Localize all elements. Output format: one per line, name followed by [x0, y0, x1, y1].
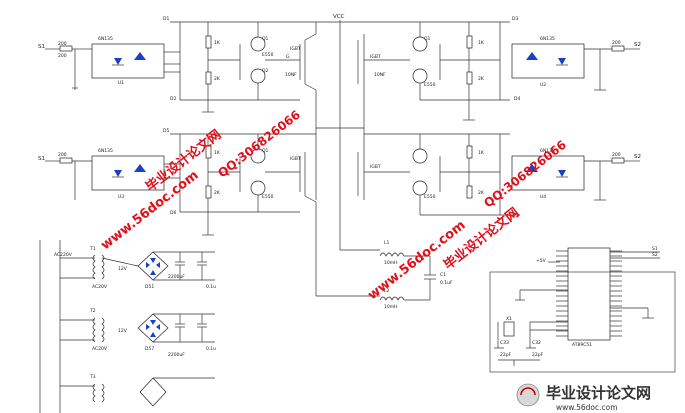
- opto4-label: 6N135: [540, 148, 555, 154]
- right-upper-driver: D3 IGBT 10NF Q1 E550 1K 2K D4 6N135 U2 2: [340, 16, 641, 200]
- q1-label-2: Q1: [424, 36, 431, 42]
- d2-label: D2: [170, 96, 176, 102]
- s2-label: S2: [634, 42, 641, 48]
- r2k-label-3: 2K: [214, 190, 221, 196]
- c01u-label-2: 0.1u: [206, 346, 216, 352]
- r1k-label-4: 1K: [478, 150, 485, 156]
- u1-label: U1: [118, 80, 124, 86]
- e550-label: E550: [262, 52, 274, 58]
- l2-label: L2: [384, 288, 390, 294]
- igbt2-label: IGBT: [370, 54, 381, 60]
- q1-label-3: Q1: [262, 148, 269, 154]
- r2k-label-4: 2K: [478, 190, 485, 196]
- d6-label: D6: [170, 210, 176, 216]
- r1k-label: 1K: [214, 40, 221, 46]
- c33-label: C33: [500, 340, 509, 346]
- r1k-label-2: 1K: [478, 40, 485, 46]
- d5-label: D5: [163, 128, 169, 134]
- t3-label: T3: [89, 374, 96, 380]
- ds1-label: D51: [145, 284, 154, 290]
- opto1-label: 6N135: [98, 36, 113, 42]
- footer-logo: 毕业设计论文网 www.56doc.com: [516, 383, 651, 412]
- r1k-label-3: 1K: [214, 150, 221, 156]
- mcu-section: +5V AT89C51 S1 S2 X1 C33 C32 22pF 22pF: [489, 246, 676, 373]
- power-supplies: AC220V T1 AC20V 12V D51 2200uF 0.1u T2: [39, 240, 216, 413]
- mcu-label: AT89C51: [572, 342, 592, 348]
- vcc-label: VCC: [333, 14, 345, 20]
- right-lower-driver: IGBT E550 1K 2K 6N135 U4 200 S2: [357, 133, 641, 216]
- igbt4-label: IGBT: [370, 164, 381, 170]
- r200d-label: 200: [612, 152, 621, 158]
- l2-value: 10mH: [384, 304, 398, 310]
- r200c-label: 200: [58, 152, 67, 158]
- c1-label: C1: [440, 272, 446, 278]
- e550-label-2: E550: [424, 82, 436, 88]
- u4-label: U4: [540, 194, 546, 200]
- r10nf-label-2: 10NF: [374, 72, 386, 78]
- c2200uf-label-2: 2200uF: [168, 352, 185, 358]
- c22pf-label-2: 22pF: [532, 352, 544, 358]
- s1-label-2: S1: [38, 156, 45, 162]
- d1-label: D1: [163, 16, 169, 22]
- c1-value: 0.1uF: [440, 280, 453, 286]
- r200b-label: 200: [612, 40, 621, 46]
- l1-value: 10mH: [384, 260, 398, 266]
- output-filter: L1 10mH C1 0.1uF L2 10mH: [340, 240, 453, 310]
- watermark-qq-1: QQ:306826066: [215, 108, 303, 181]
- t2-label: T2: [89, 308, 96, 314]
- q1-label: Q1: [262, 36, 269, 42]
- left-upper-driver: S1 200 200 6N135 U1 D1 1K 2K D2 Q1 Q2 E5…: [38, 16, 340, 200]
- ds2-label: D57: [145, 346, 154, 352]
- r200-label: 200: [58, 41, 67, 47]
- v5-label: +5V: [536, 258, 547, 264]
- footer-title: 毕业设计论文网: [546, 384, 651, 402]
- s2-label-2: S2: [634, 154, 641, 160]
- c01u-label: 0.1u: [206, 284, 216, 290]
- e550-label-3: E550: [262, 194, 274, 200]
- x1-label: X1: [506, 316, 512, 322]
- s2-label-mcu: S2: [652, 252, 658, 258]
- s1-label-mcu: S1: [652, 246, 658, 252]
- q2-label: Q2: [262, 68, 269, 74]
- opto3-label: 6N135: [98, 148, 113, 154]
- r10nf-label: 10NF: [285, 72, 297, 78]
- v12-label: 12V: [118, 266, 128, 272]
- left-lower-driver: S1 200 6N135 U3 D5 1K 2K D6 Q1 E550: [38, 128, 380, 297]
- l1-label: L1: [384, 240, 390, 246]
- ac20v-label-2: AC20V: [92, 346, 108, 352]
- c22pf-label: 22pF: [500, 352, 512, 358]
- watermark-layer: www.56doc.com QQ:306826066 毕业设计论文网 www.5…: [98, 108, 569, 304]
- d4-label: D4: [514, 96, 520, 102]
- t1-label: T1: [89, 246, 96, 252]
- u2-label: U2: [540, 82, 546, 88]
- r2k-label: 2K: [214, 76, 221, 82]
- c2200uf-label: 2200uF: [168, 274, 185, 280]
- d3-label: D3: [512, 16, 518, 22]
- r2k-label-2: 2K: [478, 76, 485, 82]
- ac220v-label: AC220V: [54, 252, 73, 258]
- footer-url: www.56doc.com: [556, 403, 618, 412]
- igbt3-label: IGBT: [290, 156, 301, 162]
- v12-label-2: 12V: [118, 328, 128, 334]
- s1-label: S1: [38, 44, 45, 50]
- u3-label: U3: [118, 194, 124, 200]
- e550-label-4: E550: [424, 194, 436, 200]
- opto2-label: 6N135: [540, 36, 555, 42]
- gate-label: G: [286, 54, 290, 60]
- igbt1-label: IGBT: [290, 46, 301, 52]
- r200-value: 200: [58, 53, 67, 59]
- ac20v-label: AC20V: [92, 284, 108, 290]
- c32-label: C32: [532, 340, 541, 346]
